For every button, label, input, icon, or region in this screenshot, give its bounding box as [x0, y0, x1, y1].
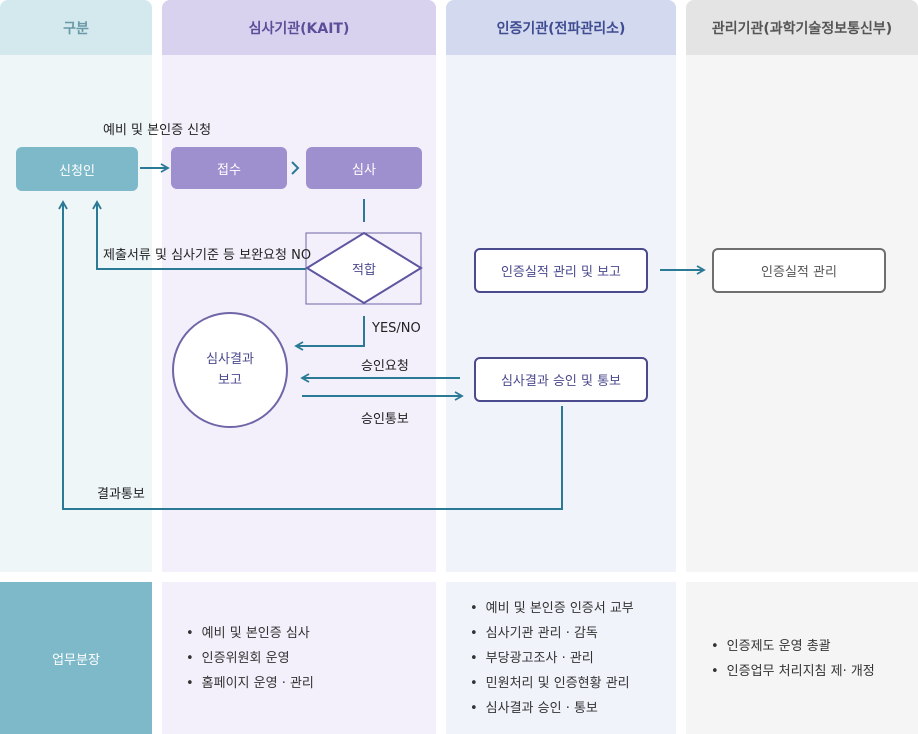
lane-category: [0, 55, 152, 572]
cert-manage-report-box: 인증실적 관리 및 보고: [474, 248, 648, 293]
chevron-receipt-review: [291, 161, 300, 175]
duty-item: 인증위원회 운영: [186, 646, 314, 671]
lane-admin-body: [686, 55, 918, 572]
fit-label: 적합: [352, 262, 376, 278]
header-review-body: 심사기관(KAIT): [162, 0, 436, 55]
approval-notice-label: 승인통보: [361, 412, 409, 427]
report-label-line1: 심사결과: [206, 352, 254, 367]
receipt-label: 접수: [217, 162, 241, 178]
duty-list-cert: 예비 및 본인증 인증서 교부 심사기관 관리 · 감독 부당광고조사 · 관리…: [470, 596, 634, 721]
duty-item: 부당광고조사 · 관리: [470, 646, 634, 671]
report-box: 심사결과 보고: [180, 348, 280, 392]
duty-list-review: 예비 및 본인증 심사 인증위원회 운영 홈페이지 운영 · 관리: [186, 621, 314, 696]
approve-notify-box: 심사결과 승인 및 통보: [474, 357, 648, 402]
applicant-box: 신청인: [16, 147, 138, 191]
duty-item: 심사결과 승인 · 통보: [470, 696, 634, 721]
lane-review-body: [162, 55, 436, 572]
supplement-label: 제출서류 및 심사기준 등 보완요청 NO: [103, 248, 312, 263]
duty-item: 인증제도 운영 총괄: [711, 634, 875, 659]
report-circle: [172, 312, 288, 428]
apply-label: 예비 및 본인증 신청: [103, 123, 212, 138]
approve-notify-label: 심사결과 승인 및 통보: [500, 374, 622, 389]
header-admin-body: 관리기관(과학기술정보통신부): [686, 0, 918, 55]
duty-label-cell: 업무분장: [0, 582, 152, 734]
report-label-line2: 보고: [218, 373, 242, 388]
review-box: 심사: [306, 147, 422, 189]
arrow-yes-no: [294, 316, 365, 351]
cert-manage-label: 인증실적 관리: [761, 265, 837, 280]
fit-diamond: [305, 231, 423, 305]
header-category: 구분: [0, 0, 152, 55]
receipt-box: 접수: [171, 147, 287, 189]
arrow-supplement: [92, 200, 306, 270]
header-cert-body: 인증기관(전파관리소): [446, 0, 676, 55]
duty-label: 업무분장: [52, 652, 100, 668]
duty-list-admin: 인증제도 운영 총괄 인증업무 처리지침 제· 개정: [711, 634, 875, 684]
fit-box: 적합: [330, 255, 398, 281]
duty-item: 홈페이지 운영 · 관리: [186, 671, 314, 696]
duty-item: 인증업무 처리지침 제· 개정: [711, 659, 875, 684]
cert-manage-report-label: 인증실적 관리 및 보고: [500, 265, 622, 280]
approval-request-label: 승인요청: [361, 359, 409, 374]
arrow-result-notice: [58, 200, 563, 510]
yes-no-label: YES/NO: [372, 321, 421, 336]
duty-item: 심사기관 관리 · 감독: [470, 621, 634, 646]
duty-item: 민원처리 및 인증현황 관리: [470, 671, 634, 696]
applicant-label: 신청인: [59, 163, 95, 179]
duty-item: 예비 및 본인증 인증서 교부: [470, 596, 634, 621]
cert-manage-box: 인증실적 관리: [712, 248, 886, 293]
result-notice-label: 결과통보: [97, 487, 145, 502]
duty-item: 예비 및 본인증 심사: [186, 621, 314, 646]
review-label: 심사: [352, 162, 376, 178]
